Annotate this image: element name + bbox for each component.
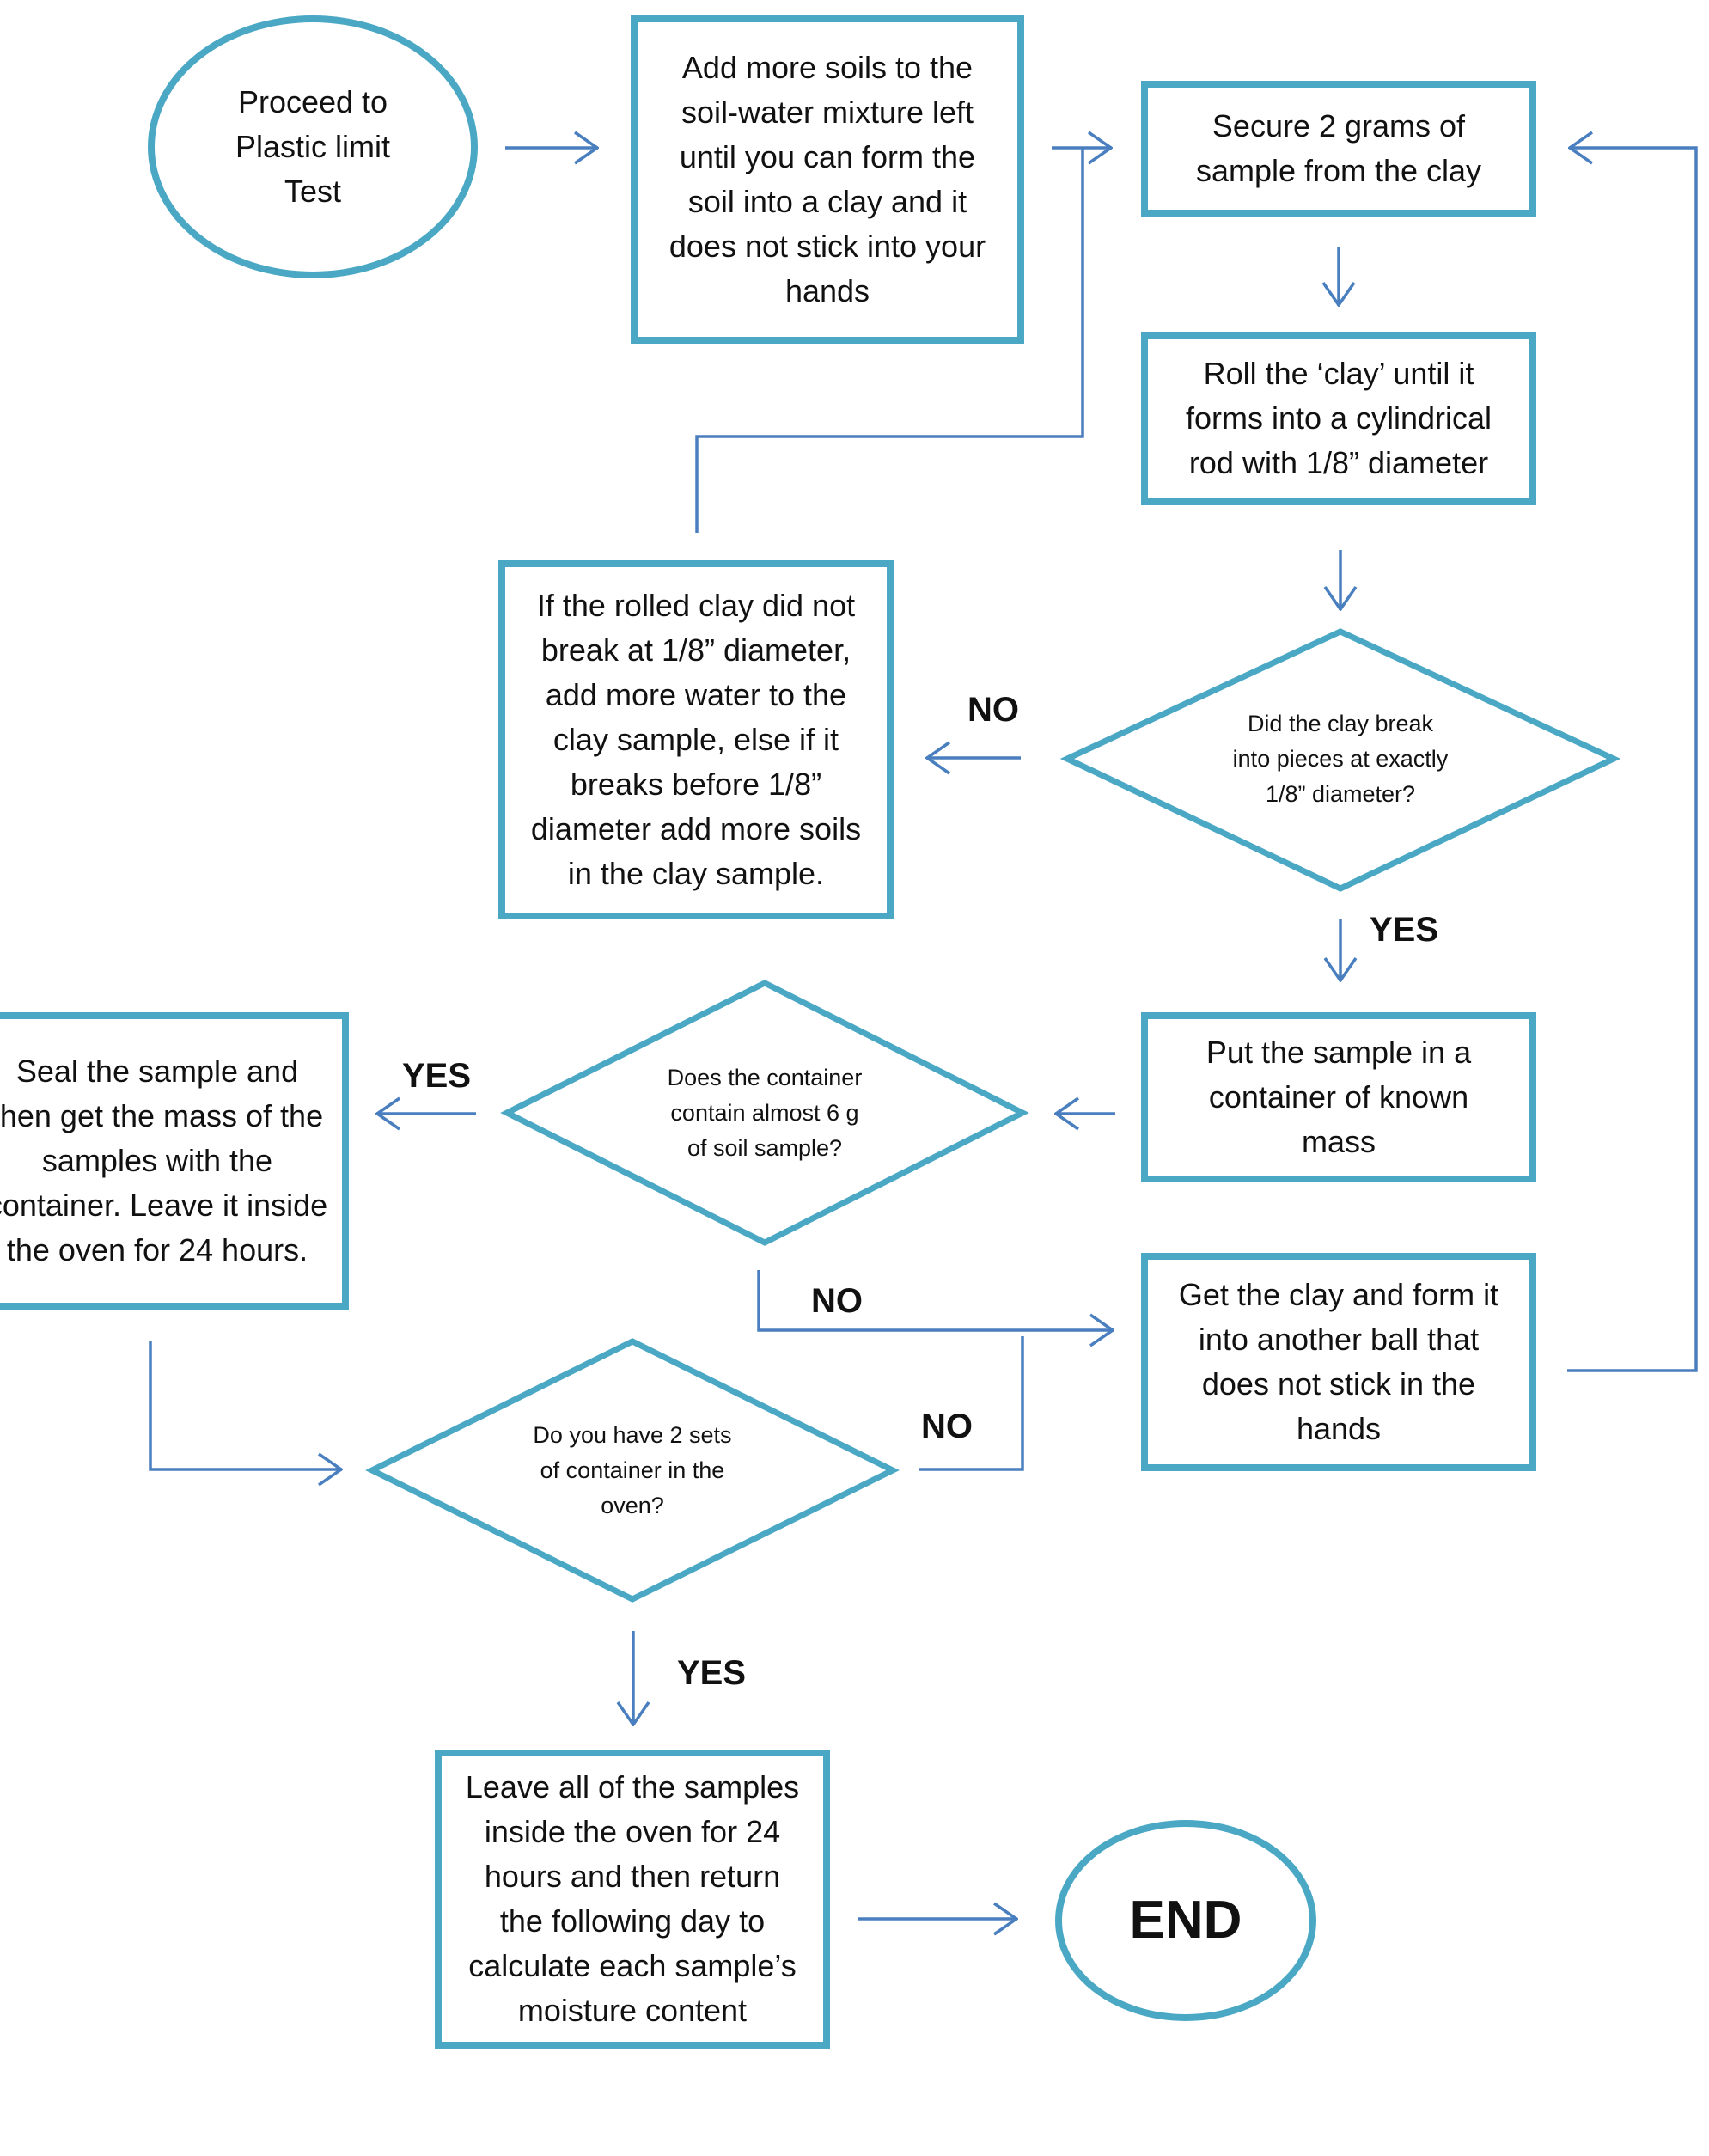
adjust-clay-label: If the rolled clay did not break at 1/8”… bbox=[531, 583, 861, 896]
secure-sample-line-2: sample from the clay bbox=[1195, 153, 1482, 188]
edge-another-ball-loop bbox=[1567, 148, 1698, 1372]
container-6g-line-1: Does the container bbox=[667, 1064, 863, 1090]
seal-sample-label: Seal the sample and then get the mass of… bbox=[0, 1049, 327, 1273]
secure-sample-label: Secure 2 grams of sample from the clay bbox=[1196, 104, 1481, 193]
add-soils-line-1: Add more soils to the bbox=[681, 50, 974, 85]
seal-sample-line-2: then get the mass of the bbox=[0, 1098, 324, 1133]
two-sets-label: Do you have 2 sets of container in the o… bbox=[533, 1418, 731, 1524]
container-6g-label: Does the container contain almost 6 g of… bbox=[668, 1060, 863, 1166]
seal-sample-line-3: samples with the bbox=[41, 1143, 273, 1178]
leave-samples-label: Leave all of the samples inside the oven… bbox=[466, 1765, 799, 2033]
add-soils-box: Add more soils to the soil-water mixture… bbox=[631, 15, 1024, 344]
container-6g-diamond: Does the container contain almost 6 g of… bbox=[619, 1053, 911, 1173]
start-oval: Proceed to Plastic limit Test bbox=[148, 15, 478, 278]
no-label-container-6g: NO bbox=[811, 1282, 863, 1320]
did-break-line-3: 1/8” diameter? bbox=[1265, 780, 1416, 807]
leave-samples-line-3: hours and then return bbox=[484, 1859, 781, 1894]
seal-sample-box: Seal the sample and then get the mass of… bbox=[0, 1012, 349, 1310]
add-soils-label: Add more soils to the soil-water mixture… bbox=[669, 46, 986, 314]
put-container-box: Put the sample in a container of known m… bbox=[1141, 1012, 1536, 1182]
two-sets-line-2: of container in the bbox=[540, 1457, 725, 1483]
another-ball-box: Get the clay and form it into another ba… bbox=[1141, 1253, 1536, 1471]
another-ball-line-2: into another ball that bbox=[1198, 1322, 1480, 1357]
put-container-line-1: Put the sample in a bbox=[1205, 1035, 1472, 1070]
container-6g-line-2: contain almost 6 g bbox=[670, 1099, 859, 1126]
adjust-clay-line-7: in the clay sample. bbox=[567, 856, 825, 891]
did-break-label: Did the clay break into pieces at exactl… bbox=[1233, 706, 1449, 812]
edge-container-6g-no bbox=[757, 1270, 1114, 1330]
adjust-clay-line-4: clay sample, else if it bbox=[552, 722, 839, 757]
another-ball-line-4: hands bbox=[1296, 1411, 1382, 1446]
another-ball-line-1: Get the clay and form it bbox=[1178, 1277, 1499, 1312]
container-6g-line-3: of soil sample? bbox=[687, 1134, 843, 1161]
two-sets-line-1: Do you have 2 sets bbox=[533, 1421, 732, 1448]
seal-sample-line-5: the oven for 24 hours. bbox=[6, 1232, 308, 1267]
two-sets-diamond-shape bbox=[365, 1338, 900, 1603]
two-sets-line-3: oven? bbox=[601, 1492, 664, 1518]
did-break-line-2: into pieces at exactly bbox=[1232, 745, 1449, 772]
leave-samples-line-6: moisture content bbox=[517, 1993, 748, 2028]
adjust-clay-line-6: diameter add more soils bbox=[530, 811, 862, 846]
put-container-line-3: mass bbox=[1301, 1124, 1376, 1159]
add-soils-line-5: does not stick into your bbox=[668, 229, 986, 264]
roll-clay-label: Roll the ‘clay’ until it forms into a cy… bbox=[1186, 351, 1492, 486]
add-soils-line-4: soil into a clay and it bbox=[687, 184, 967, 219]
leave-samples-line-2: inside the oven for 24 bbox=[484, 1814, 781, 1849]
seal-sample-line-4: container. Leave it inside bbox=[0, 1188, 328, 1223]
add-soils-line-3: until you can form the bbox=[679, 139, 976, 174]
another-ball-line-3: does not stick in the bbox=[1201, 1366, 1476, 1402]
yes-label-did-break: YES bbox=[1370, 911, 1439, 949]
adjust-clay-line-3: add more water to the bbox=[545, 677, 847, 712]
yes-label-container-6g: YES bbox=[402, 1057, 472, 1095]
adjust-clay-line-5: breaks before 1/8” bbox=[570, 767, 822, 802]
secure-sample-line-1: Secure 2 grams of bbox=[1212, 108, 1466, 144]
secure-sample-box: Secure 2 grams of sample from the clay bbox=[1141, 81, 1536, 217]
adjust-clay-line-1: If the rolled clay did not bbox=[536, 588, 856, 623]
yes-label-two-sets: YES bbox=[677, 1654, 747, 1692]
two-sets-diamond: Do you have 2 sets of container in the o… bbox=[486, 1410, 778, 1530]
did-break-diamond: Did the clay break into pieces at exactl… bbox=[1179, 699, 1502, 819]
add-soils-line-2: soil-water mixture left bbox=[681, 95, 974, 130]
adjust-clay-line-2: break at 1/8” diameter, bbox=[540, 632, 851, 668]
start-label: Proceed to Plastic limit Test bbox=[235, 80, 390, 214]
roll-clay-box: Roll the ‘clay’ until it forms into a cy… bbox=[1141, 332, 1536, 505]
leave-samples-line-1: Leave all of the samples bbox=[465, 1769, 800, 1805]
seal-sample-line-1: Seal the sample and bbox=[15, 1054, 299, 1089]
roll-clay-line-2: forms into a cylindrical bbox=[1185, 400, 1492, 436]
adjust-clay-box: If the rolled clay did not break at 1/8”… bbox=[498, 560, 894, 919]
roll-clay-line-3: rod with 1/8” diameter bbox=[1188, 445, 1489, 480]
put-container-line-2: container of known bbox=[1208, 1079, 1469, 1115]
leave-samples-line-4: the following day to bbox=[499, 1903, 766, 1939]
no-label-did-break: NO bbox=[967, 691, 1019, 729]
no-label-two-sets: NO bbox=[921, 1408, 973, 1445]
container-6g-diamond-shape bbox=[500, 980, 1029, 1246]
edge-adjust-clay-loop bbox=[695, 148, 1084, 533]
edge-two-sets-no bbox=[919, 1336, 1024, 1471]
leave-samples-line-5: calculate each sample’s bbox=[468, 1948, 797, 1983]
roll-clay-line-1: Roll the ‘clay’ until it bbox=[1203, 356, 1474, 391]
start-line-3: Test bbox=[284, 174, 342, 209]
leave-samples-box: Leave all of the samples inside the oven… bbox=[435, 1750, 830, 2049]
another-ball-label: Get the clay and form it into another ba… bbox=[1179, 1273, 1498, 1451]
put-container-label: Put the sample in a container of known m… bbox=[1206, 1030, 1471, 1164]
did-break-line-1: Did the clay break bbox=[1247, 710, 1434, 736]
end-label: END bbox=[1129, 1890, 1242, 1950]
add-soils-line-6: hands bbox=[784, 273, 870, 308]
edge-seal-sample-to-two-sets bbox=[149, 1341, 342, 1469]
start-line-2: Plastic limit bbox=[235, 129, 391, 164]
end-oval: END bbox=[1055, 1820, 1316, 2021]
start-line-1: Proceed to bbox=[237, 84, 388, 119]
did-break-diamond-shape bbox=[1059, 628, 1621, 892]
